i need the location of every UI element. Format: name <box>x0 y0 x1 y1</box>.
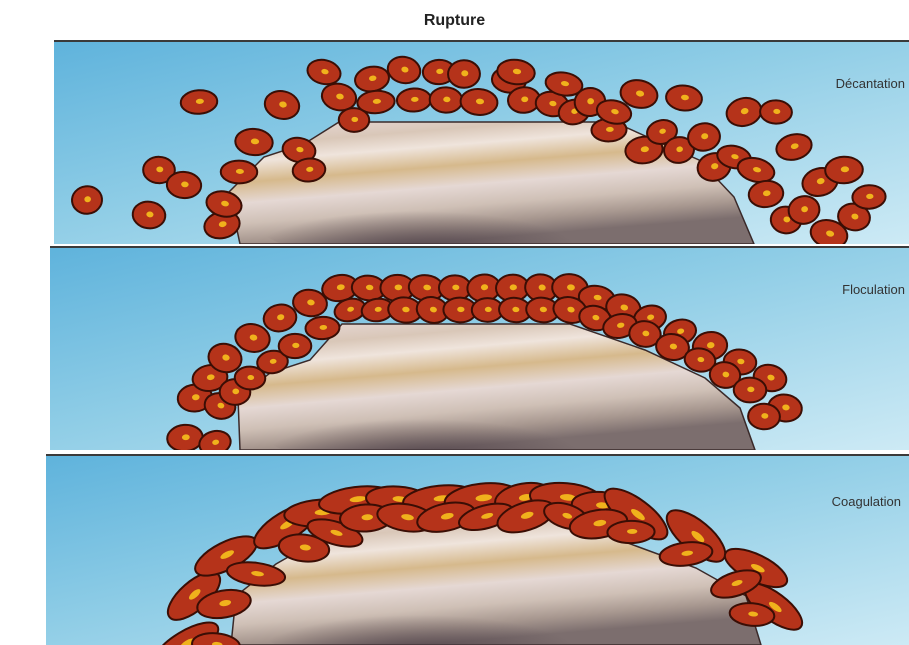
panel-decantation: Décantation <box>54 40 909 244</box>
droplet <box>448 60 480 88</box>
panel-coagulation-illustration <box>46 456 909 645</box>
droplet <box>305 316 340 340</box>
panel-coagulation: Coagulation <box>46 454 909 645</box>
droplet <box>429 86 463 113</box>
droplet <box>760 100 793 124</box>
panel-label-decantation: Décantation <box>836 76 905 91</box>
diagram-title: Rupture <box>0 12 909 30</box>
droplet <box>748 403 781 430</box>
droplet <box>733 377 766 402</box>
droplet <box>279 334 312 359</box>
droplet <box>221 161 258 184</box>
panel-label-coagulation: Coagulation <box>832 494 901 509</box>
panel-floculation-illustration <box>50 248 909 450</box>
droplet <box>607 520 655 543</box>
droplet <box>852 184 886 209</box>
droplet <box>825 156 864 184</box>
panel-decantation-illustration <box>54 42 909 244</box>
panel-floculation: Floculation <box>50 246 909 450</box>
droplet <box>396 88 431 113</box>
panel-label-floculation: Floculation <box>842 282 905 297</box>
